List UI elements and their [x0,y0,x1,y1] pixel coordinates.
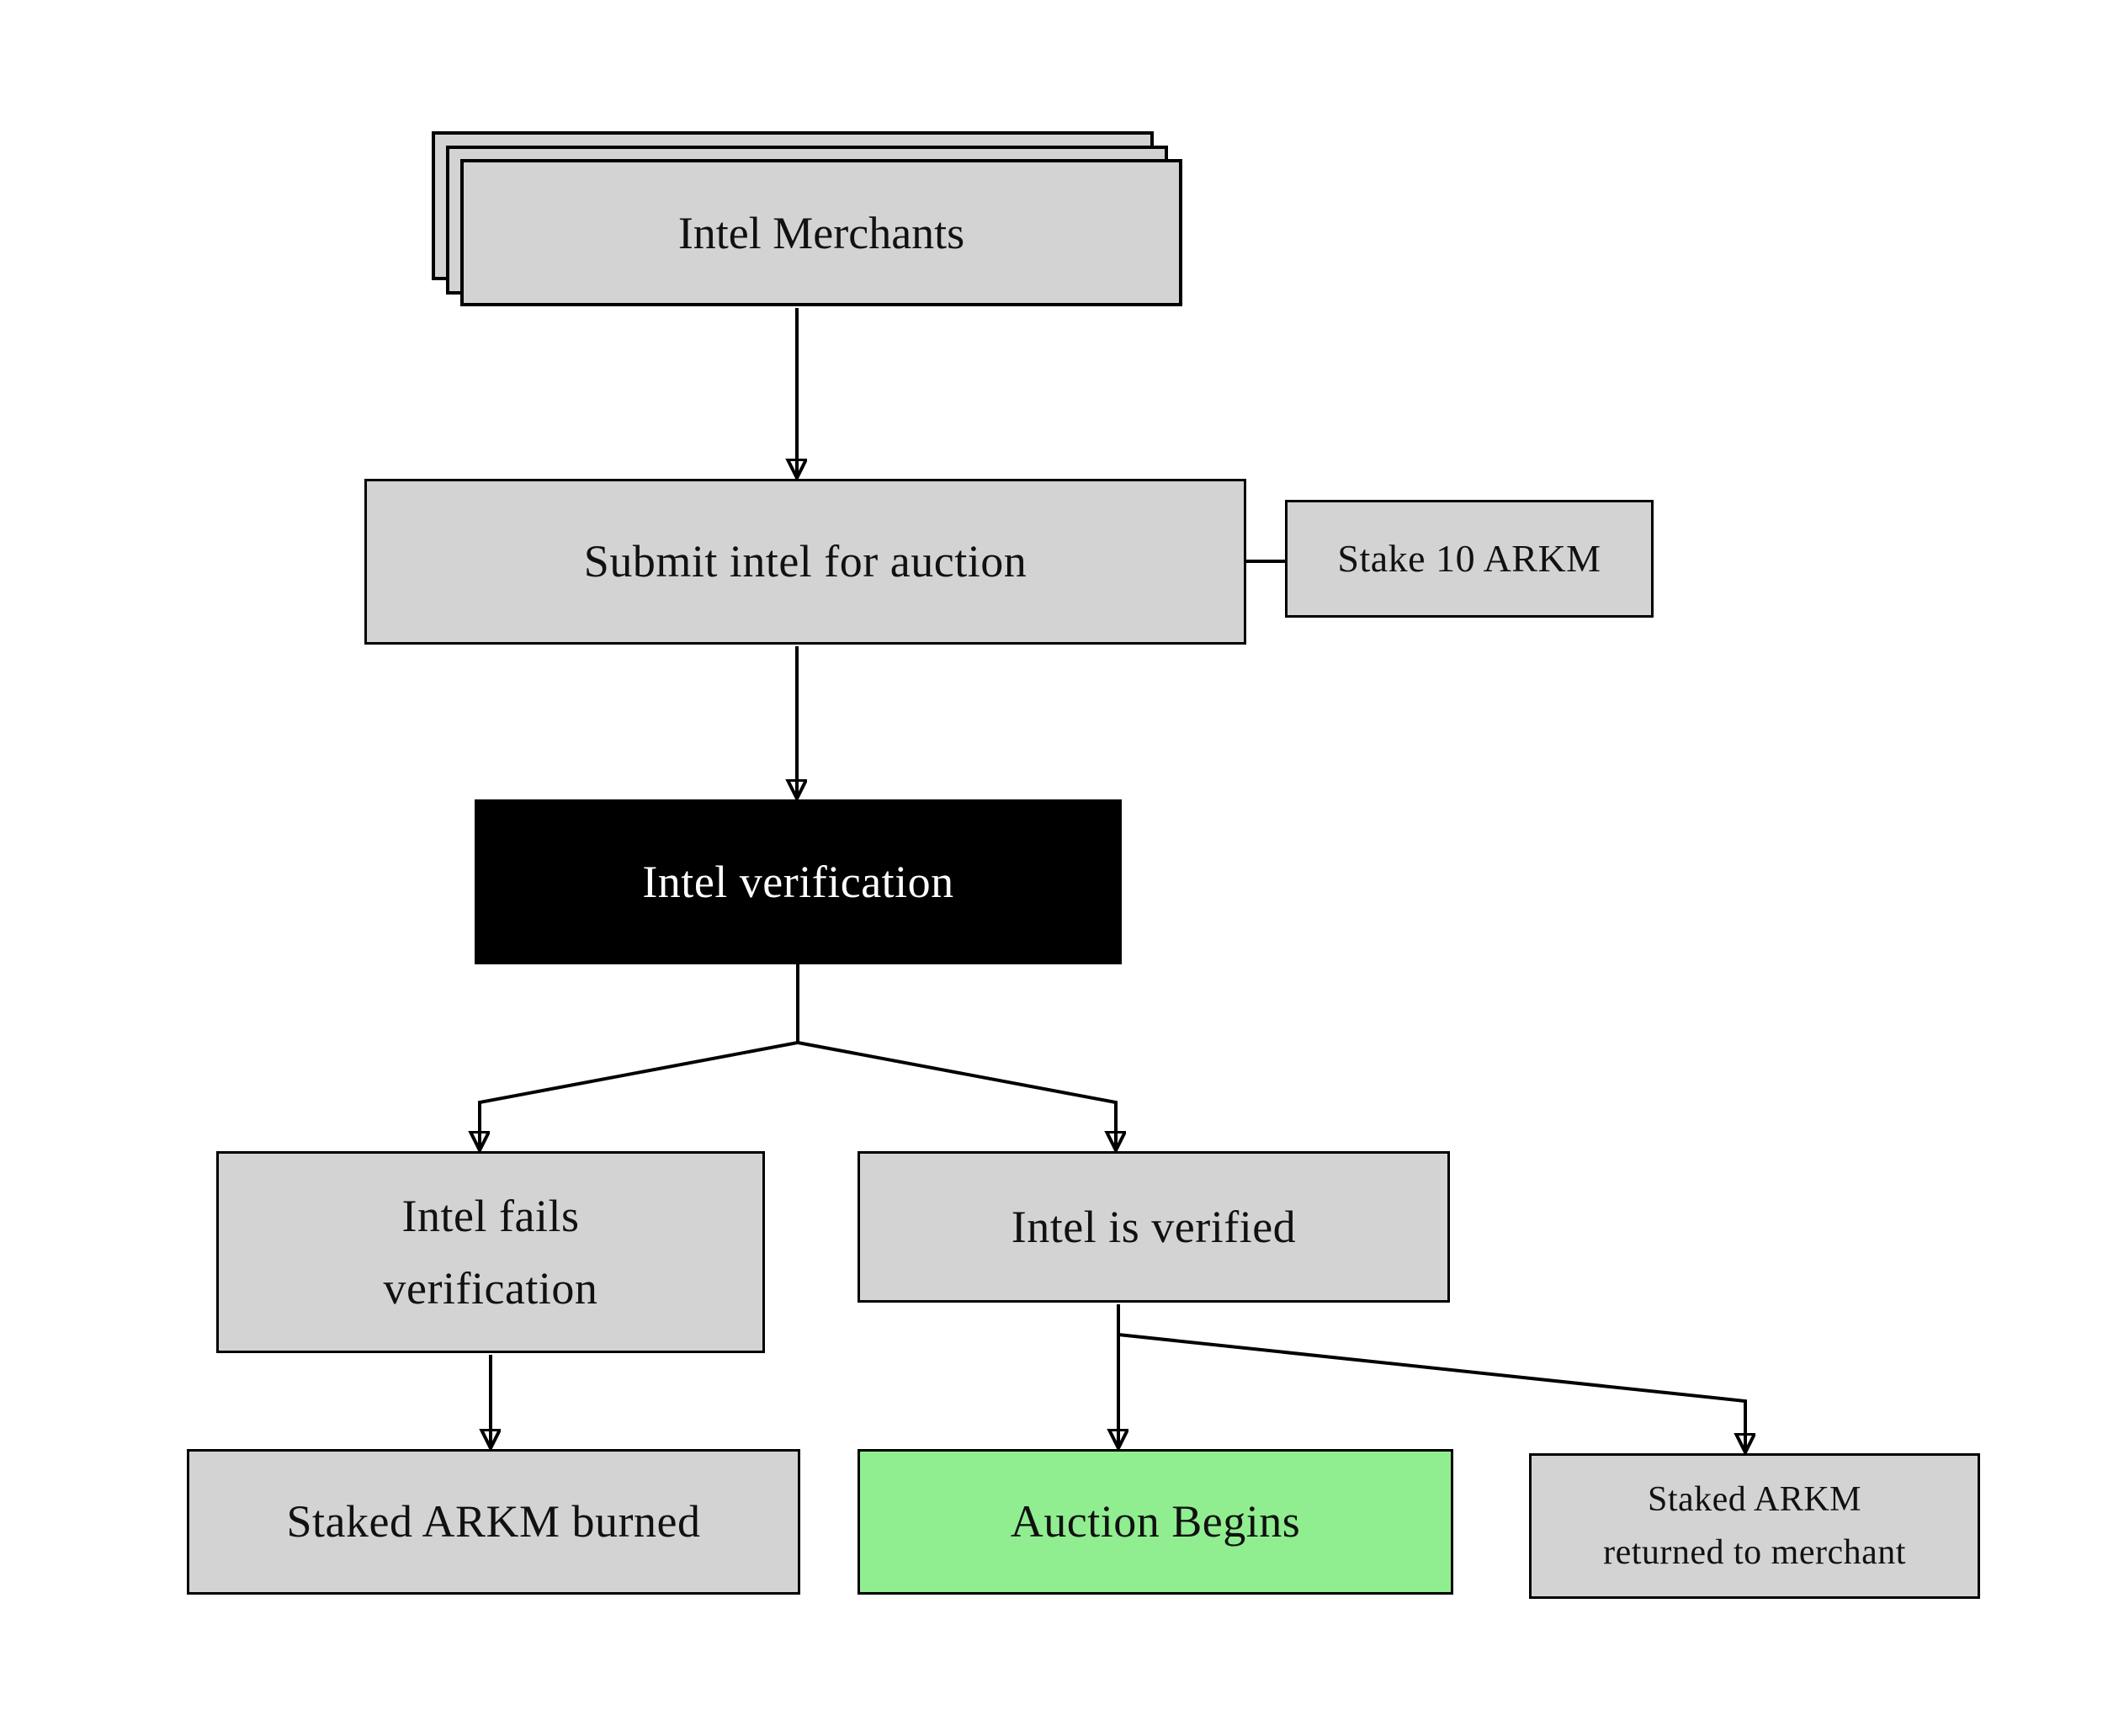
node-intel-verified: Intel is verified [858,1151,1450,1303]
node-intel-verification-label: Intel verification [642,856,954,907]
node-intel-fails: Intel fails verification [216,1151,765,1353]
node-arkm-returned-line1: Staked ARKM [1647,1479,1861,1519]
node-stake-arkm-label: Stake 10 ARKM [1337,537,1601,581]
node-arkm-returned-line2: returned to merchant [1603,1532,1906,1572]
node-auction-begins-label: Auction Begins [1010,1496,1301,1548]
node-arkm-burned: Staked ARKM burned [187,1449,800,1595]
node-intel-fails-line1: Intel fails [401,1190,580,1241]
node-submit-intel-label: Submit intel for auction [583,536,1027,587]
node-submit-intel: Submit intel for auction [364,479,1246,645]
node-intel-verified-label: Intel is verified [1011,1201,1297,1252]
node-arkm-returned: Staked ARKM returned to merchant [1529,1453,1980,1599]
node-arkm-burned-label: Staked ARKM burned [286,1496,701,1548]
edge-verification-split-left [480,964,799,1150]
edge-verification-split-right [797,1041,1116,1150]
node-auction-begins: Auction Begins [858,1449,1453,1595]
edge-verified-to-returned [1118,1333,1745,1452]
node-intel-verification: Intel verification [475,799,1122,964]
node-intel-fails-line2: verification [383,1263,598,1314]
node-stake-arkm: Stake 10 ARKM [1285,500,1654,618]
node-intel-merchants: Intel Merchants [460,159,1182,306]
node-intel-merchants-label: Intel Merchants [677,207,965,258]
